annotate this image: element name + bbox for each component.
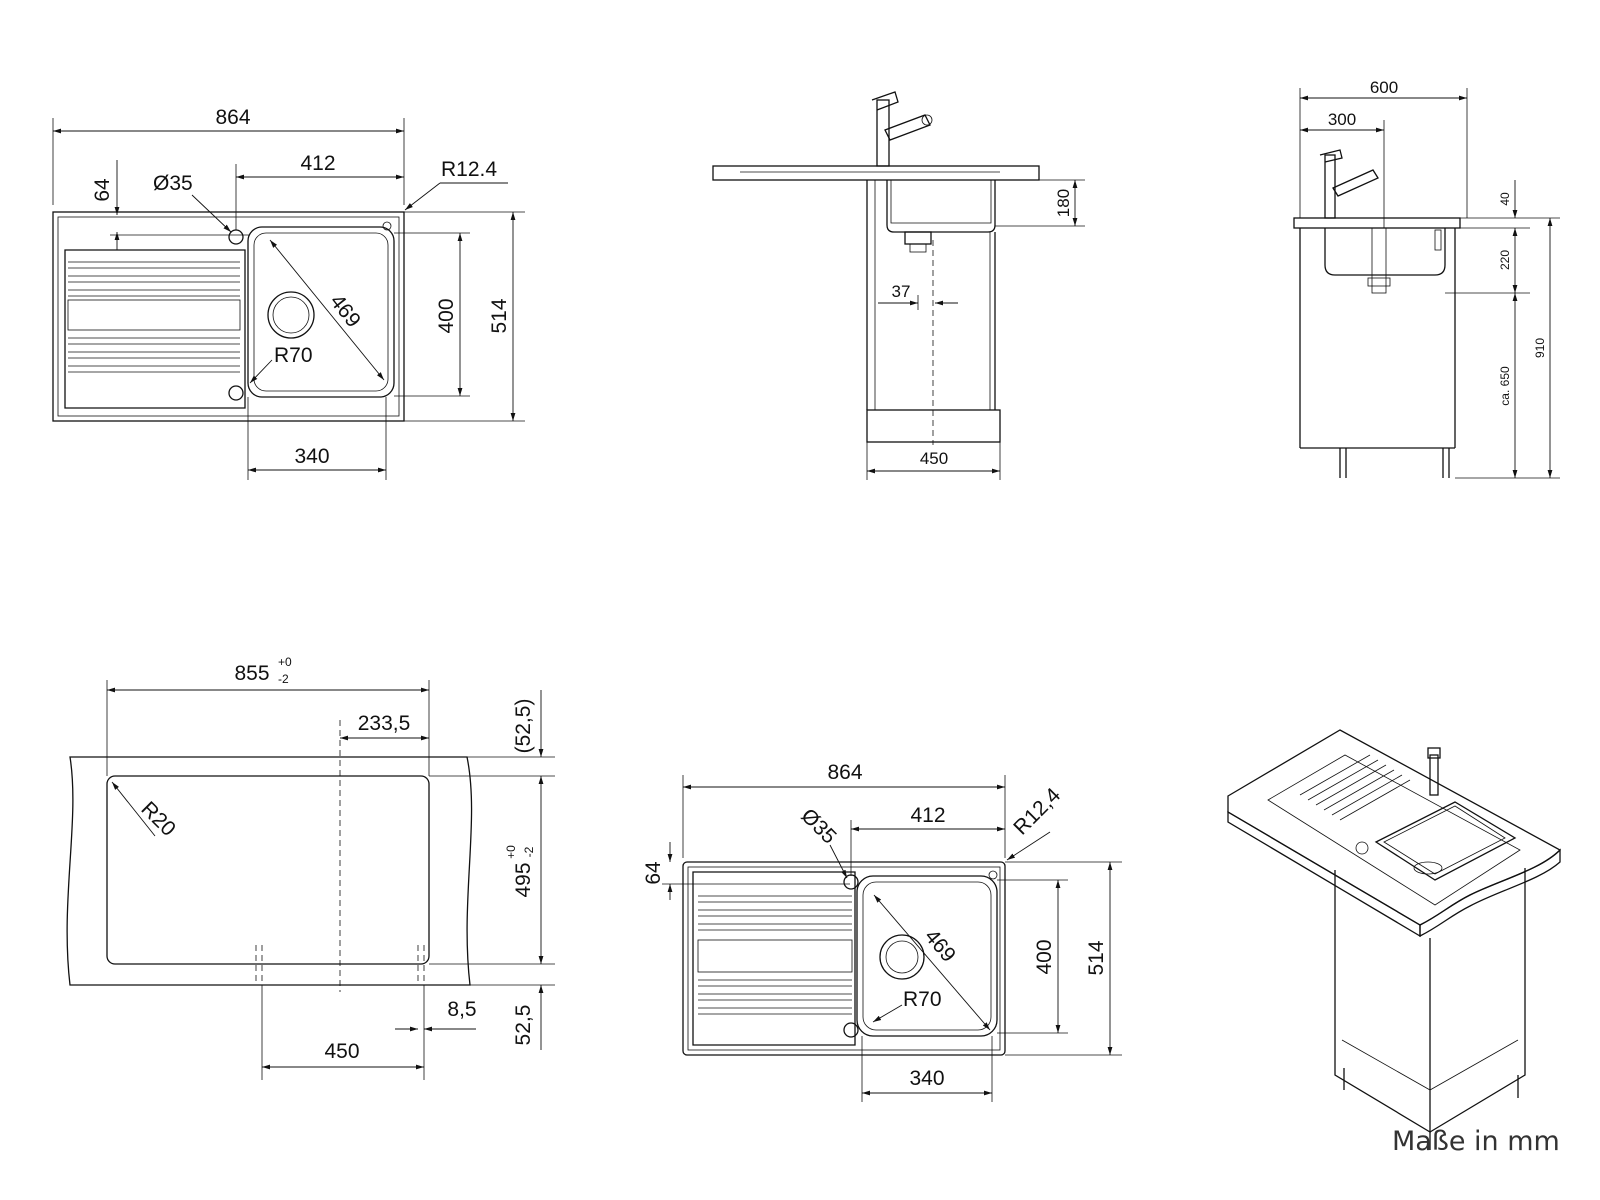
top-offset-label: 64: [91, 178, 114, 202]
top-drain-r-label: R70: [274, 344, 313, 367]
iso-grooves: [1299, 754, 1411, 821]
top2-hole-label: Ø35: [796, 804, 840, 848]
top2-bowl-bottom-label: 340: [909, 1067, 944, 1090]
side-top-label: 40: [1498, 192, 1512, 206]
top-width-label: 864: [215, 106, 250, 129]
front-cabinet-label: 450: [920, 449, 948, 468]
top-view: 864 412 Ø35 R12.4 64 469 R70 400 514 340: [52, 106, 525, 480]
cutout-width-tol-up: +0: [278, 655, 292, 669]
cutout-height-tol-dn: -2: [522, 846, 536, 857]
side-height-label: 910: [1533, 338, 1547, 358]
top2-corner-label: R12,4: [1009, 783, 1065, 839]
faucet: [871, 91, 933, 167]
top-bowl-height-label: 400: [435, 298, 458, 333]
top2-width-label: 864: [827, 761, 862, 784]
top2-drain-r-label: R70: [903, 988, 942, 1011]
cutout-radius-label: R20: [136, 797, 180, 841]
top-hole-label: Ø35: [153, 172, 193, 195]
cutout-bottom-margin-label: 52,5: [512, 1005, 535, 1046]
side-faucet: [1319, 149, 1379, 219]
front-view: 180 37 450: [712, 91, 1085, 480]
units-caption: Maße in mm: [1392, 1126, 1560, 1157]
isometric-view: [1227, 729, 1562, 1150]
top2-bowl-height-label: 400: [1033, 939, 1056, 974]
top-diag-label: 469: [325, 290, 365, 332]
top2-height-label: 514: [1085, 940, 1108, 975]
cutout-height-label: 495: [512, 862, 535, 897]
drainboard-grooves: [67, 261, 241, 373]
front-offset-label: 37: [892, 282, 911, 301]
cutout-small-label: 8,5: [447, 998, 476, 1021]
cutout-height-tol-up: +0: [504, 845, 518, 859]
top-height-label: 514: [488, 298, 511, 333]
top2-offset-label: 64: [642, 861, 665, 885]
top-bowl-bottom-label: 340: [294, 445, 329, 468]
top2-diag-label: 469: [920, 925, 960, 967]
cutout-offset-label: 233,5: [358, 712, 411, 735]
drain-hole: [267, 291, 315, 339]
drainboard-grooves-2: [697, 895, 853, 1015]
side-half-label: 300: [1328, 110, 1356, 129]
cutout-width-tol-dn: -2: [278, 672, 289, 686]
top-bowl-width-label: 412: [300, 152, 335, 175]
top-corner-label: R12.4: [441, 158, 497, 181]
top-view-2: 864 412 Ø35 R12,4 64 469 R70 400 514 340: [642, 761, 1122, 1102]
tap-hole: [228, 229, 244, 245]
top2-bowl-width-label: 412: [910, 804, 945, 827]
cutout-view: 855 +0 -2 233,5 (52,5) 495 +0 -2 52,5 R2…: [66, 655, 555, 1080]
front-depth-label: 180: [1054, 189, 1073, 217]
side-bowl-label: 220: [1498, 250, 1512, 270]
side-view: 600 300 40 220 ca. 650 910: [1293, 78, 1560, 479]
cutout-cabinet-label: 450: [324, 1040, 359, 1063]
cutout-width-label: 855: [234, 662, 269, 685]
side-width-label: 600: [1370, 78, 1398, 97]
side-ca-label: ca. 650: [1498, 366, 1512, 406]
cutout-top-margin-label: (52,5): [512, 699, 535, 754]
